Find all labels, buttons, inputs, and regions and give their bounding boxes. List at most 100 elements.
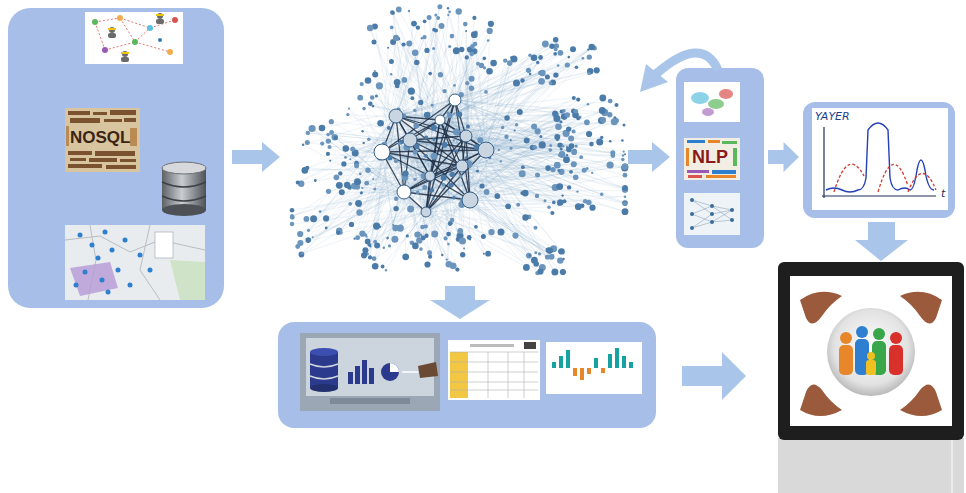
network-link xyxy=(396,38,486,150)
neural-network-image xyxy=(712,220,732,222)
data-sources-panel: NOSQL xyxy=(8,8,224,308)
network-dot xyxy=(424,172,430,178)
map-image xyxy=(170,260,205,300)
network-link xyxy=(455,100,555,272)
core-link xyxy=(430,100,455,176)
feedback-arrow xyxy=(640,53,718,92)
network-dot xyxy=(436,16,440,20)
network-link xyxy=(440,120,454,141)
network-dot xyxy=(456,237,461,242)
network-dot xyxy=(479,63,484,68)
network-link xyxy=(426,212,462,241)
network-link xyxy=(391,62,470,200)
network-dot xyxy=(368,243,372,247)
neural-network-image xyxy=(712,210,732,222)
network-dot xyxy=(545,165,551,171)
network-dot xyxy=(326,152,330,156)
core-link xyxy=(410,120,440,140)
core-link xyxy=(382,116,396,152)
network-link xyxy=(430,176,576,177)
network-link xyxy=(353,149,382,152)
nosql-word-cloud xyxy=(70,118,100,123)
network-link xyxy=(375,152,382,189)
network-link xyxy=(410,140,447,260)
network-dot xyxy=(483,253,485,255)
network-link xyxy=(375,116,396,242)
network-link xyxy=(426,212,448,244)
network-dot xyxy=(556,139,558,141)
network-dot xyxy=(549,81,553,85)
network-dot xyxy=(465,81,469,85)
network-dot xyxy=(479,183,484,188)
network-dot xyxy=(521,165,525,169)
network-link xyxy=(396,116,526,267)
network-link xyxy=(447,136,466,260)
nosql-word-cloud xyxy=(70,158,86,161)
network-link xyxy=(396,116,433,199)
network-link xyxy=(369,116,396,245)
network-dot xyxy=(413,178,416,181)
nosql-word-cloud xyxy=(68,110,136,169)
network-dot xyxy=(549,254,555,260)
network-link xyxy=(466,136,625,167)
network-link xyxy=(396,98,412,116)
network-dot xyxy=(519,170,526,177)
network-dot xyxy=(485,251,491,257)
network-dot xyxy=(557,64,560,67)
network-dot xyxy=(545,254,550,259)
network-link xyxy=(426,136,466,227)
network-link xyxy=(440,120,582,206)
network-dot xyxy=(466,138,468,140)
network-link xyxy=(355,152,382,239)
network-dot xyxy=(624,196,626,198)
network-link xyxy=(470,187,560,200)
network-dot xyxy=(392,224,394,226)
network-link xyxy=(421,166,462,235)
network-link xyxy=(430,140,434,176)
network-dot xyxy=(524,138,530,144)
map-image xyxy=(123,238,128,243)
network-dot xyxy=(372,40,377,45)
network-dot xyxy=(373,240,377,244)
bar-chart-image xyxy=(552,362,556,368)
network-dot xyxy=(539,135,542,138)
network-dot xyxy=(304,216,310,222)
network-link xyxy=(440,101,610,120)
network-link xyxy=(331,122,466,136)
network-link xyxy=(404,80,440,120)
network-link xyxy=(390,120,440,158)
network-dot xyxy=(528,54,532,58)
care-image xyxy=(866,360,876,375)
network-dot xyxy=(323,215,329,221)
network-dot xyxy=(592,46,597,51)
network-dot xyxy=(623,173,628,178)
network-link xyxy=(375,71,426,212)
network-link xyxy=(382,152,469,164)
network-dot xyxy=(393,206,398,211)
core-link xyxy=(410,140,486,150)
network-link xyxy=(409,11,430,176)
network-link xyxy=(486,81,542,150)
network-link xyxy=(404,192,540,272)
network-link xyxy=(434,48,455,100)
network-link xyxy=(455,32,476,100)
network-dot xyxy=(624,153,626,155)
network-link xyxy=(396,116,561,122)
network-link xyxy=(331,122,470,200)
network-link xyxy=(344,150,486,164)
network-link xyxy=(396,37,425,116)
network-link xyxy=(383,212,426,267)
network-link xyxy=(332,132,486,150)
network-link xyxy=(404,192,589,203)
database-icon xyxy=(162,182,206,187)
network-dot xyxy=(406,234,409,237)
network-link xyxy=(404,115,459,192)
network-dot xyxy=(360,191,363,194)
network-dot xyxy=(474,31,478,35)
network-link xyxy=(370,28,410,140)
network-dot xyxy=(407,206,414,213)
neural-network-image xyxy=(690,198,734,230)
bar-chart-image xyxy=(573,368,577,376)
network-link xyxy=(455,100,462,241)
network-link xyxy=(330,136,466,147)
